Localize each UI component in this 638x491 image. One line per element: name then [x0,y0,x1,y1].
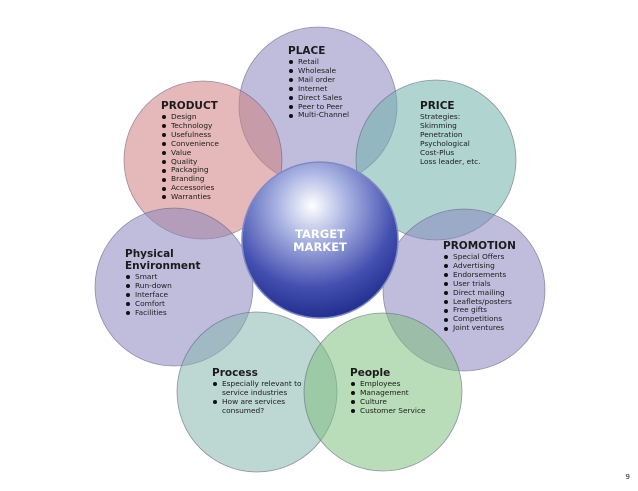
price-line: Penetration [420,129,463,139]
list-item: Warranties [161,192,219,202]
people-list: Employees Management Culture Customer Se… [350,379,426,416]
list-item: Mail order [288,75,349,85]
list-item: Convenience [161,139,219,149]
center-line-1: TARGET [295,227,345,241]
list-item: Comfort [125,299,201,309]
list-item: Endorsements [443,270,516,280]
list-item: Design [161,112,219,122]
list-item: Wholesale [288,66,349,76]
list-item: User trials [443,279,516,289]
list-item: Usefulness [161,130,219,140]
list-item: Competitions [443,314,516,324]
target-market-circle [241,161,399,319]
list-item: Direct Sales [288,93,349,103]
list-item: Technology [161,121,219,131]
people-circle [303,312,463,472]
price-line: Psychological [420,138,470,148]
list-item: Culture [350,397,426,407]
list-item: Run-down [125,281,201,291]
price-line: Loss leader, etc. [420,156,481,166]
list-item: How are services consumed? [212,396,302,416]
list-item: Peer to Peer [288,102,349,112]
process-title: Process [212,367,258,379]
list-item: Packaging [161,166,219,175]
product-list: Design Technology Usefulness Convenience… [161,112,219,202]
promotion-block: PROMOTION Special Offers Advertising End… [443,241,516,333]
center-line-2: MARKET [293,240,347,254]
list-item: Direct mailing [443,288,516,298]
list-item: Special Offers [443,252,516,262]
process-item-1-line-1: Especially relevant to [222,379,302,388]
process-list: Especially relevant to service industrie… [212,379,302,416]
price-line: Strategies: [420,112,461,121]
list-item: Management [350,388,426,398]
list-item: Advertising [443,261,516,271]
physical-title-line-1: Physical [125,248,174,260]
physical-environment-block: Physical Environment Smart Run-down Inte… [125,249,201,318]
product-title: PRODUCT [161,100,218,112]
process-item-2-line-2: consumed? [222,405,265,415]
list-item: Multi-Channel [288,111,349,120]
process-item-1-line-2: service industries [222,387,288,397]
physical-title-line-2: Environment [125,260,201,272]
list-item: Branding [161,174,219,184]
price-line: Cost-Plus [420,147,455,157]
list-item: Accessories [161,183,219,193]
place-title: PLACE [288,45,326,57]
process-block: Process Especially relevant to service i… [212,368,302,416]
product-block: PRODUCT Design Technology Usefulness Con… [161,101,219,202]
list-item: Interface [125,290,201,300]
process-item-2-line-1: How are services [222,396,286,406]
physical-list: Smart Run-down Interface Comfort Facilit… [125,272,201,318]
list-item: Smart [125,272,201,282]
price-line: Skimming [420,120,457,130]
list-item: Quality [161,157,219,167]
price-title: PRICE [420,100,455,112]
target-market-label: TARGET MARKET [245,228,395,254]
list-item: Customer Service [350,406,426,416]
list-item: Joint ventures [443,323,516,333]
list-item: Retail [288,57,349,67]
people-title: People [350,367,391,379]
list-item: Free gifts [443,306,516,315]
list-item: Value [161,148,219,158]
list-item: Leaflets/posters [443,297,516,307]
place-list: Retail Wholesale Mail order Internet Dir… [288,57,349,120]
list-item: Facilities [125,308,201,318]
price-block: PRICE Strategies: Skimming Penetration P… [420,101,481,166]
list-item: Employees [350,379,426,389]
promotion-list: Special Offers Advertising Endorsements … [443,252,516,333]
list-item: Internet [288,84,349,94]
place-block: PLACE Retail Wholesale Mail order Intern… [288,46,349,120]
list-item: Especially relevant to service industrie… [212,379,302,398]
people-block: People Employees Management Culture Cust… [350,368,426,416]
page-number: 9 [625,473,630,481]
promotion-title: PROMOTION [443,240,516,252]
